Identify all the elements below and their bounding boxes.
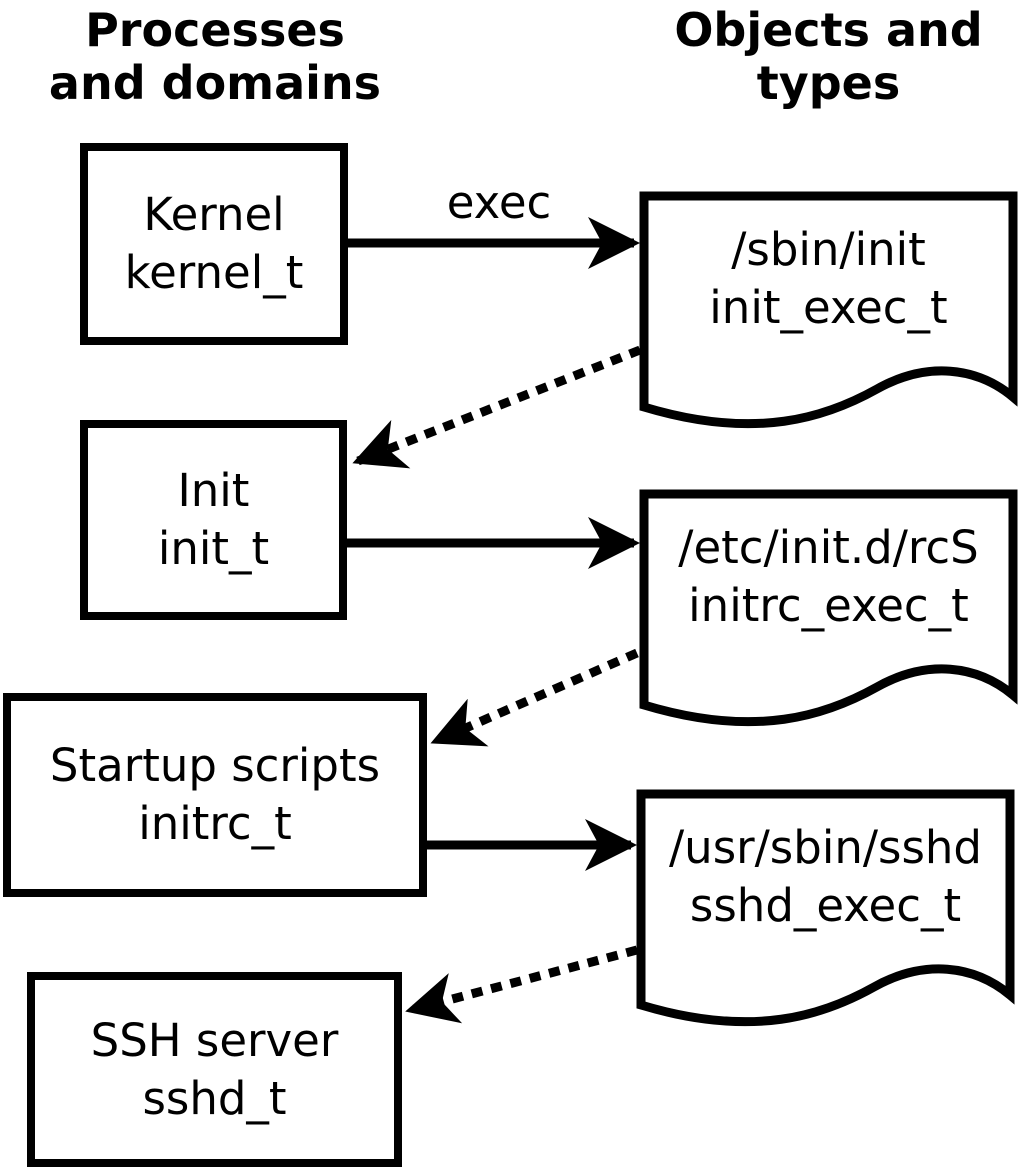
object-node-usr-sbin-sshd: /usr/sbin/sshd sshd_exec_t [637,790,1014,963]
init-process-box [80,420,347,620]
startup-scripts-process-box [3,693,427,897]
sbin-init-document [639,191,1018,429]
kernel-process-box [80,143,348,345]
header-line-2: types [756,56,901,110]
exec-edge-label: exec [446,176,552,229]
transition-arrow-rcs-to-startup [430,648,639,747]
process-type: initrc_t [138,797,292,850]
header-line-1: Objects and [674,3,983,57]
process-name: Kernel [143,188,285,241]
header-line-1: Processes [85,3,345,57]
column-header-objects: Objects and types [640,4,1017,110]
transition-arrow-sshd-to-ssh-server [405,945,639,1024]
ssh-server-process-box [27,972,402,1167]
process-type: init_t [157,522,270,575]
usr-sbin-sshd-document [636,789,1015,1027]
object-path: /usr/sbin/sshd [669,820,982,874]
process-node-ssh-server: SSH server sshd_t [27,972,402,1167]
process-type: kernel_t [124,246,304,299]
process-type: sshd_t [142,1071,287,1125]
process-name: Init [177,464,250,517]
process-name: Startup scripts [49,739,381,792]
column-header-processes: Processes and domains [30,4,400,110]
object-node-etc-initd-rcs: /etc/init.d/rcS initrc_exec_t [640,490,1017,663]
object-node-sbin-init: /sbin/init init_exec_t [640,192,1017,365]
process-node-kernel: Kernel kernel_t [80,143,348,345]
object-path: /sbin/init [731,222,926,276]
process-name: SSH server [90,1013,339,1067]
object-type: init_exec_t [709,280,948,334]
transition-arrow-sbin-init-to-init [352,345,642,469]
process-node-startup-scripts: Startup scripts initrc_t [3,693,427,897]
process-node-init: Init init_t [80,420,347,620]
object-type: initrc_exec_t [688,578,969,632]
header-line-2: and domains [48,56,382,110]
object-path: /etc/init.d/rcS [678,520,979,574]
etc-initd-rcs-document [639,489,1018,727]
object-type: sshd_exec_t [689,878,962,932]
